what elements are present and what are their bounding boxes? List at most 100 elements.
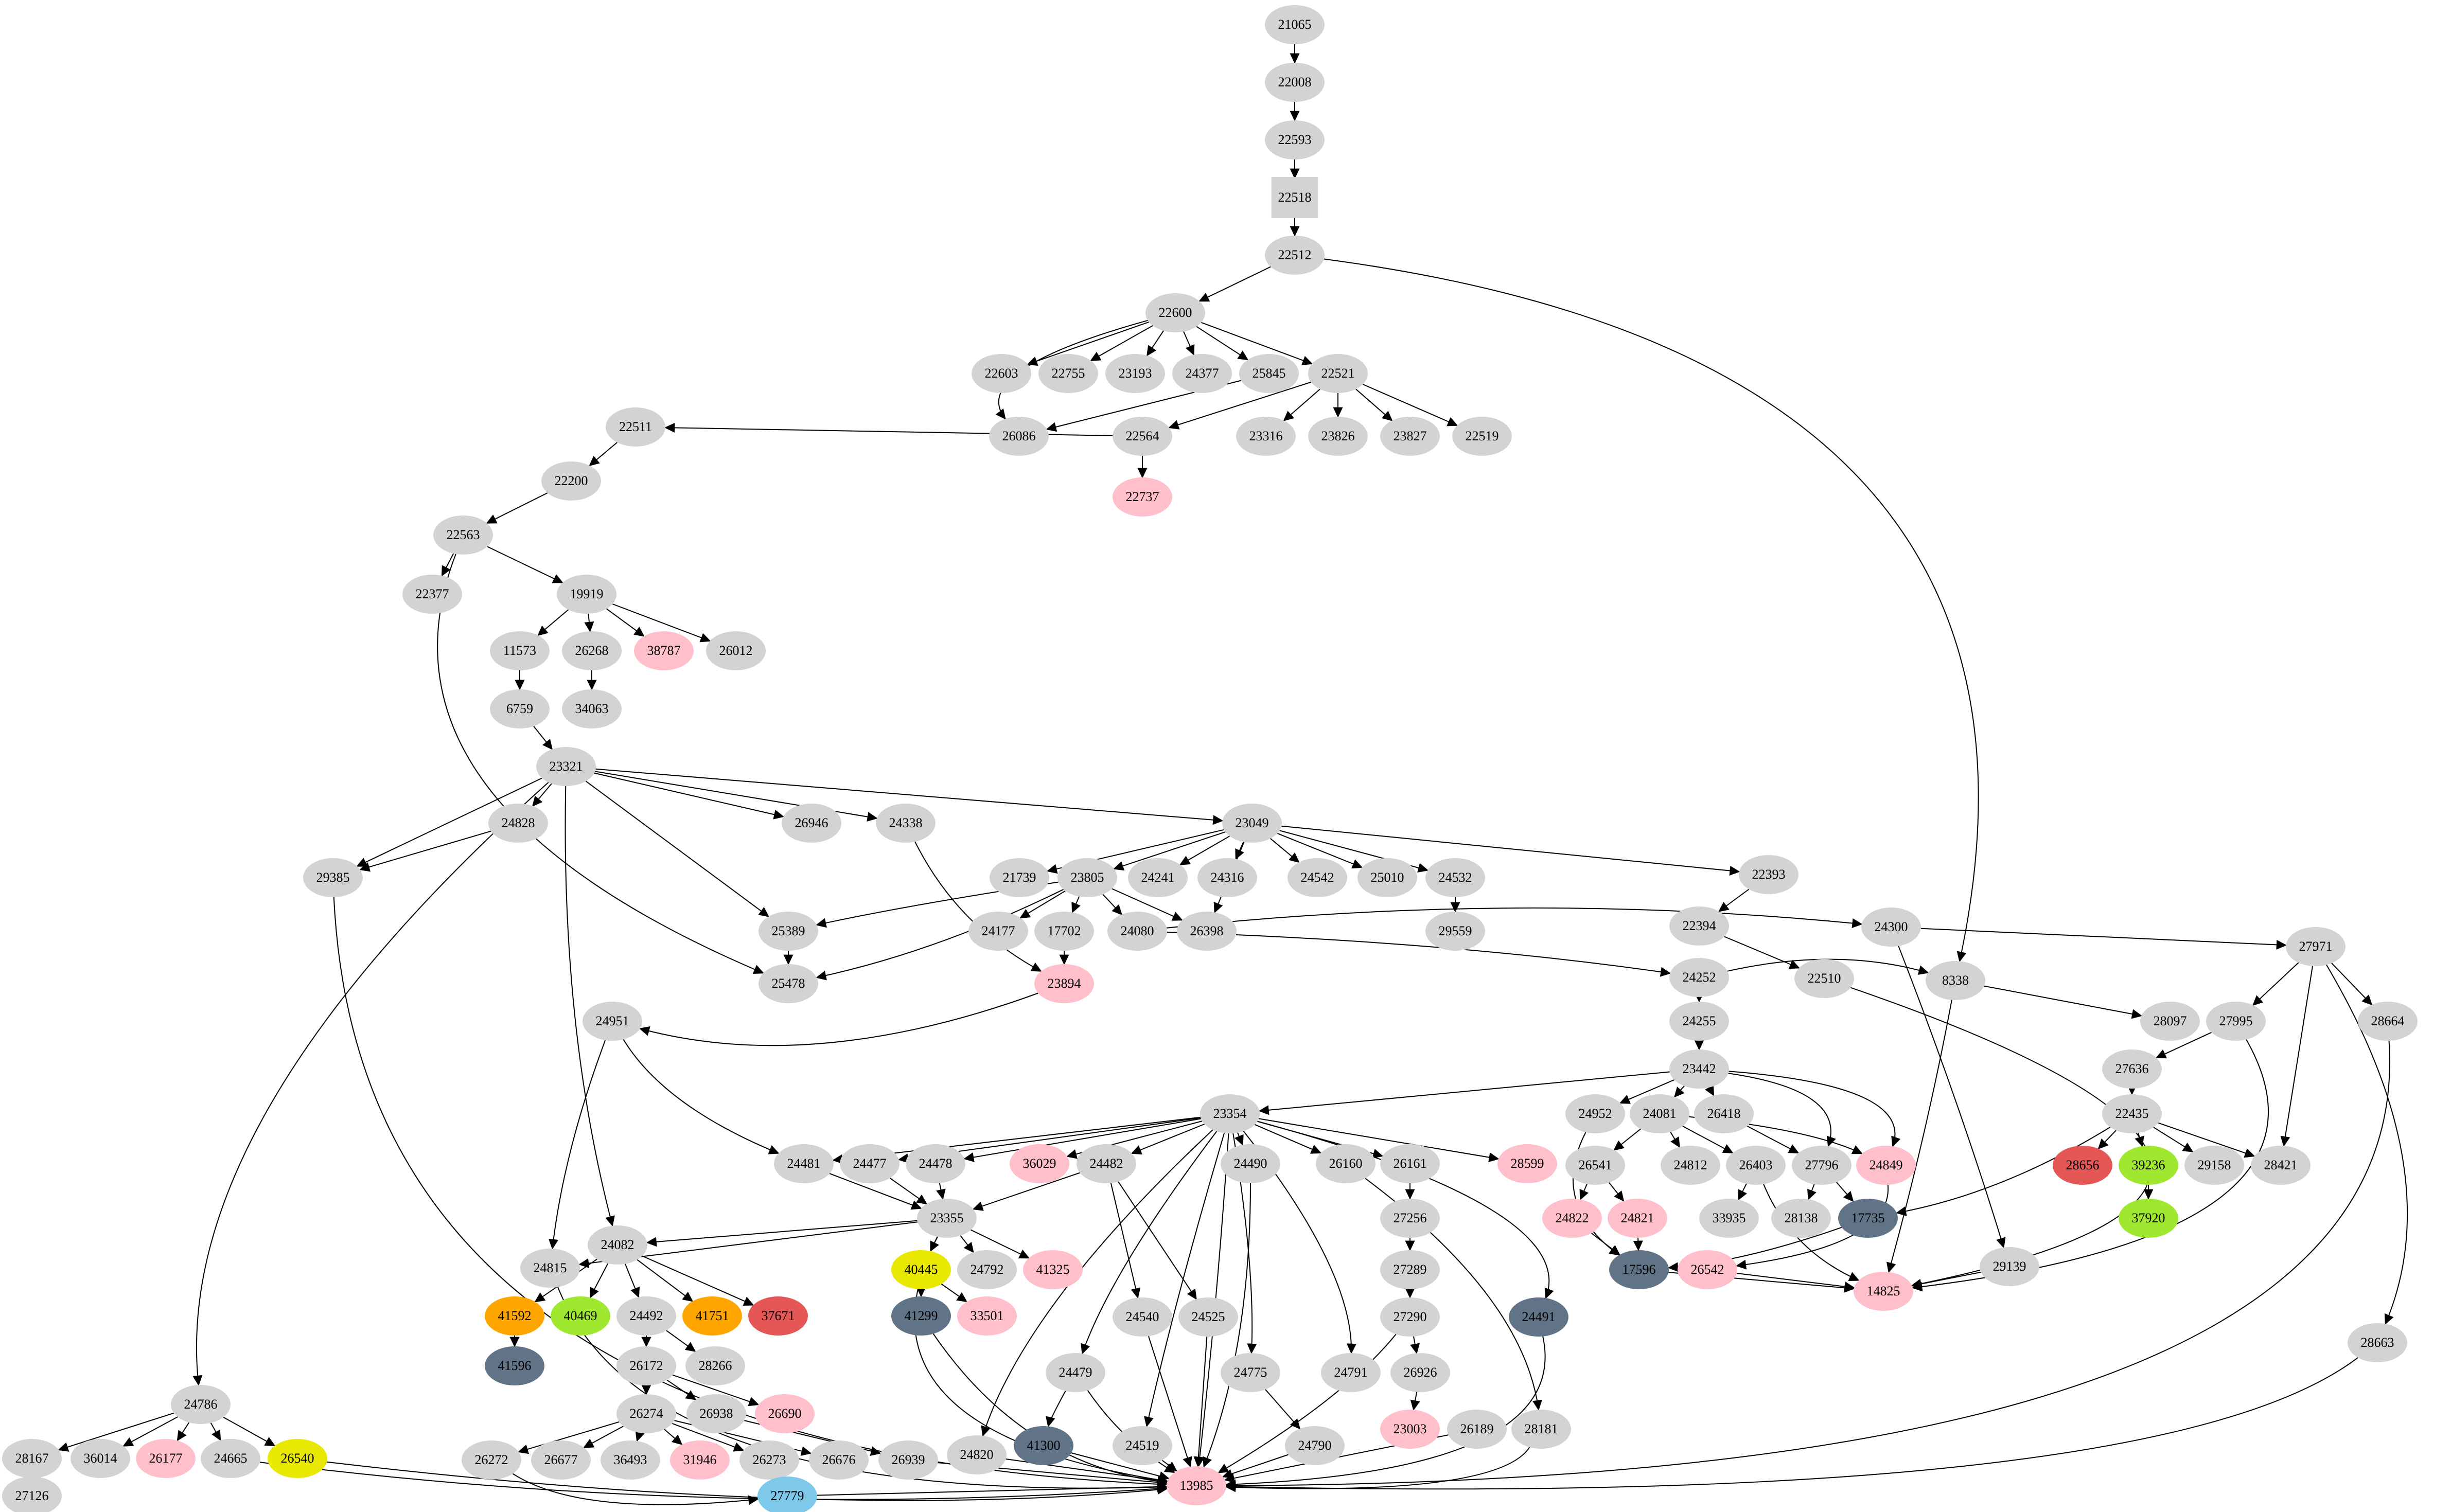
node-ellipse-22519	[1452, 417, 1512, 456]
node-ellipse-26160	[1316, 1144, 1376, 1183]
node-ellipse-26086	[989, 417, 1049, 456]
node-24828: 24828	[488, 804, 548, 843]
node-label-23316: 23316	[1249, 429, 1283, 443]
edge-22521-23316	[1283, 388, 1320, 421]
edge-22200-22563	[486, 492, 548, 524]
edge-26403-33935	[1738, 1183, 1747, 1201]
node-label-23354: 23354	[1213, 1106, 1247, 1121]
node-ellipse-28097	[2140, 1002, 2200, 1041]
node-24821: 24821	[1608, 1199, 1667, 1238]
node-11573: 11573	[490, 631, 550, 670]
node-41592: 41592	[485, 1296, 544, 1336]
node-label-25389: 25389	[772, 923, 805, 938]
node-label-27289: 27289	[1394, 1262, 1427, 1277]
node-24532: 24532	[1425, 858, 1485, 897]
edge-24082-24492	[624, 1264, 640, 1298]
edge-24477-23355	[889, 1178, 928, 1205]
node-22737: 22737	[1113, 477, 1172, 517]
edge-8338-28097	[1984, 985, 2143, 1019]
node-ellipse-29385	[303, 858, 363, 897]
edge-23321-26946	[594, 772, 785, 820]
node-22377: 22377	[402, 575, 462, 614]
edge-26274-26272	[518, 1421, 620, 1454]
node-label-26012: 26012	[719, 643, 753, 658]
edge-24082-40469	[589, 1263, 609, 1298]
node-label-26418: 26418	[1707, 1106, 1741, 1121]
edge-24081-26541	[1613, 1128, 1641, 1151]
node-label-26403: 26403	[1739, 1158, 1773, 1172]
node-ellipse-39236	[2119, 1146, 2178, 1185]
node-ellipse-24790	[1285, 1426, 1345, 1465]
node-label-24080: 24080	[1121, 923, 1154, 938]
edge-27971-28421	[2280, 966, 2313, 1147]
node-ellipse-22521	[1308, 354, 1368, 393]
node-ellipse-11573	[490, 631, 550, 670]
edge-22510-14825	[1850, 987, 2152, 1289]
node-ellipse-25389	[759, 912, 818, 951]
node-ellipse-27971	[2286, 927, 2346, 966]
node-label-17735: 17735	[1852, 1211, 1885, 1225]
node-label-26274: 26274	[630, 1406, 663, 1421]
node-label-13985: 13985	[1180, 1478, 1213, 1493]
node-label-41592: 41592	[498, 1308, 532, 1323]
node-label-17596: 17596	[1623, 1262, 1656, 1277]
node-26926: 26926	[1390, 1353, 1450, 1392]
node-label-26676: 26676	[822, 1452, 856, 1467]
node-ellipse-23805	[1057, 858, 1117, 897]
edge-24665-13985	[259, 1462, 1168, 1500]
node-ellipse-29139	[1980, 1247, 2039, 1286]
node-label-28138: 28138	[1785, 1211, 1818, 1225]
edge-22512-22600	[1198, 266, 1271, 302]
node-17735: 17735	[1838, 1199, 1898, 1238]
edge-24828-29385	[359, 830, 491, 872]
node-label-24820: 24820	[960, 1447, 994, 1462]
node-label-27971: 27971	[2299, 939, 2333, 954]
node-28663: 28663	[2348, 1323, 2407, 1362]
node-label-24952: 24952	[1579, 1106, 1612, 1121]
node-26268: 26268	[562, 631, 622, 670]
edge-24080-24252	[1167, 931, 1671, 977]
node-label-24532: 24532	[1439, 870, 1472, 885]
node-8338: 8338	[1926, 961, 1985, 1000]
edge-24479-41300	[1046, 1391, 1066, 1428]
edge-24482-23355	[972, 1172, 1080, 1211]
node-24479: 24479	[1046, 1353, 1105, 1392]
node-label-25845: 25845	[1253, 366, 1286, 381]
edge-24338-23894	[914, 841, 1042, 972]
node-40445: 40445	[891, 1250, 951, 1289]
edge-22435-29158	[2153, 1127, 2194, 1152]
edge-23354-24478	[963, 1118, 1202, 1162]
edge-6759-23321	[533, 725, 553, 750]
node-22008: 22008	[1265, 63, 1325, 102]
node-ellipse-17596	[1609, 1250, 1669, 1289]
node-24791: 24791	[1321, 1353, 1381, 1392]
node-label-24177: 24177	[982, 923, 1015, 938]
node-24525: 24525	[1178, 1297, 1238, 1337]
node-24255: 24255	[1669, 1002, 1729, 1041]
node-label-24525: 24525	[1192, 1309, 1225, 1324]
node-ellipse-28181	[1511, 1410, 1571, 1449]
node-label-22563: 22563	[447, 527, 480, 542]
node-ellipse-26938	[686, 1394, 746, 1433]
edge-24081-24812	[1670, 1131, 1680, 1148]
edge-27971-27995	[2252, 962, 2299, 1006]
node-ellipse-24820	[947, 1435, 1007, 1474]
node-ellipse-13985	[1167, 1466, 1226, 1505]
node-ellipse-26540	[268, 1439, 327, 1478]
node-24792: 24792	[957, 1250, 1017, 1289]
node-17596: 17596	[1609, 1250, 1669, 1289]
node-ellipse-24477	[840, 1144, 900, 1183]
node-ellipse-24478	[906, 1144, 965, 1183]
edge-22600-22755	[1090, 325, 1153, 362]
node-23805: 23805	[1057, 858, 1117, 897]
node-24490: 24490	[1221, 1144, 1280, 1183]
node-label-24252: 24252	[1683, 970, 1716, 985]
node-26012: 26012	[706, 631, 766, 670]
node-ellipse-23442	[1669, 1049, 1729, 1089]
edge-23321-29385	[356, 777, 542, 867]
edge-26274-31946	[664, 1429, 683, 1445]
node-23321: 23321	[536, 747, 596, 786]
node-ellipse-24792	[957, 1250, 1017, 1289]
node-label-28599: 28599	[1511, 1156, 1544, 1171]
